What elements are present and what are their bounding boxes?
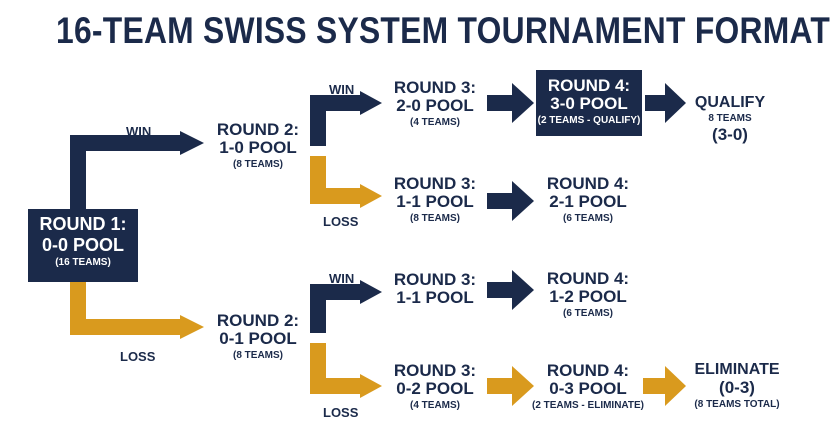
round-1-line2: 0-0 POOL [41, 234, 125, 255]
round-4-1-2-node: ROUND 4: 1-2 POOL (6 TEAMS) [538, 270, 638, 319]
round-3-1-1-lower-node: ROUND 3: 1-1 POOL [385, 271, 485, 307]
round-1-box: ROUND 1: 0-0 POOL (16 TEAMS) [28, 209, 138, 282]
round-3-2-0-node: ROUND 3: 2-0 POOL (4 TEAMS) [385, 79, 485, 128]
win-arrow-r1-r2-head [180, 131, 204, 155]
win-arrow-r2w-r3 [310, 95, 360, 146]
round-3-1-1-lower-line2: 1-1 POOL [396, 287, 474, 307]
round-4-2-1-line2: 2-1 POOL [549, 191, 627, 211]
round-2-loss-line2: 0-1 POOL [219, 328, 297, 348]
loss-arrow-r2l-r3 [310, 343, 360, 394]
round-4-3-0-box: ROUND 4: 3-0 POOL (2 TEAMS - QUALIFY) [536, 70, 642, 136]
round-3-0-2-line1: ROUND 3: [393, 361, 477, 380]
round-3-1-1-lower-line1: ROUND 3: [393, 270, 477, 289]
round-4-1-2-teams: (6 TEAMS) [563, 307, 613, 319]
round-3-0-2-teams: (4 TEAMS) [410, 399, 460, 411]
round-4-0-3-node: ROUND 4: 0-3 POOL (2 TEAMS - ELIMINATE) [530, 362, 646, 411]
eliminate-node: ELIMINATE (0-3) (8 TEAMS TOTAL) [684, 361, 790, 410]
arrow-r4-qualify-head [665, 83, 686, 123]
arrow-r4-qualify [645, 95, 665, 111]
eliminate-record: (0-3) [719, 377, 755, 397]
qualify-node: QUALIFY 8 TEAMS (3-0) [688, 94, 772, 145]
round-3-0-2-line2: 0-2 POOL [396, 378, 474, 398]
round-2-win-line1: ROUND 2: [216, 120, 300, 139]
round-3-0-2-node: ROUND 3: 0-2 POOL (4 TEAMS) [385, 362, 485, 411]
arrow-r3-20-r4 [487, 95, 512, 111]
round-2-loss-node: ROUND 2: 0-1 POOL (8 TEAMS) [208, 312, 308, 361]
loss-label: LOSS [120, 349, 156, 364]
loss-arrow-r2l-r3-head [360, 374, 382, 398]
loss-label: LOSS [323, 405, 359, 420]
round-2-win-line2: 1-0 POOL [219, 137, 297, 157]
round-4-2-1-teams: (6 TEAMS) [563, 212, 613, 224]
round-4-3-0-line2: 3-0 POOL [550, 93, 628, 113]
win-label: WIN [329, 271, 355, 286]
win-arrow-r1-r2 [70, 135, 180, 209]
round-2-win-teams: (8 TEAMS) [233, 158, 283, 170]
round-2-loss-line1: ROUND 2: [216, 311, 300, 330]
arrow-r4-eliminate [643, 378, 665, 394]
round-3-2-0-line1: ROUND 3: [393, 78, 477, 97]
qualify-label: QUALIFY [694, 94, 766, 111]
round-4-3-0-teams: (2 TEAMS - QUALIFY) [537, 114, 641, 126]
round-4-0-3-line2: 0-3 POOL [549, 378, 627, 398]
round-3-2-0-teams: (4 TEAMS) [410, 116, 460, 128]
arrow-r3-11b-r4 [487, 282, 512, 298]
round-4-1-2-line1: ROUND 4: [546, 269, 630, 288]
round-1-line1: ROUND 1: [39, 214, 127, 234]
round-3-1-1-upper-line2: 1-1 POOL [396, 191, 474, 211]
arrow-r3-20-r4-head [512, 83, 534, 123]
eliminate-teams: (8 TEAMS TOTAL) [694, 398, 780, 410]
win-arrow-r2l-r3-head [360, 280, 382, 304]
round-3-1-1-upper-teams: (8 TEAMS) [410, 212, 460, 224]
eliminate-label: ELIMINATE [694, 361, 780, 378]
round-4-0-3-teams: (2 TEAMS - ELIMINATE) [531, 399, 645, 411]
arrow-r3-02-r4-head [512, 366, 534, 406]
arrow-r3-11a-r4 [487, 193, 512, 209]
arrow-r3-11a-r4-head [512, 181, 534, 221]
loss-arrow-r2w-r3 [310, 156, 360, 204]
win-label: WIN [126, 124, 152, 139]
round-4-2-1-line1: ROUND 4: [546, 174, 630, 193]
round-1-teams: (16 TEAMS) [55, 256, 111, 268]
qualify-teams: 8 TEAMS [708, 112, 752, 124]
loss-arrow-r1-r2 [70, 282, 180, 335]
win-label: WIN [329, 82, 355, 97]
qualify-record: (3-0) [712, 125, 748, 145]
loss-label: LOSS [323, 214, 359, 229]
win-arrow-r2w-r3-head [360, 91, 382, 115]
round-4-3-0-line1: ROUND 4: [547, 76, 631, 95]
round-2-loss-teams: (8 TEAMS) [233, 349, 283, 361]
arrow-r3-11b-r4-head [512, 270, 534, 310]
round-2-win-node: ROUND 2: 1-0 POOL (8 TEAMS) [208, 121, 308, 170]
round-3-1-1-upper-line1: ROUND 3: [393, 174, 477, 193]
round-4-2-1-node: ROUND 4: 2-1 POOL (6 TEAMS) [538, 175, 638, 224]
round-3-1-1-upper-node: ROUND 3: 1-1 POOL (8 TEAMS) [385, 175, 485, 224]
flow-arrows [70, 83, 686, 406]
round-4-0-3-line1: ROUND 4: [546, 361, 630, 380]
arrow-r4-eliminate-head [665, 366, 686, 406]
page-title: 16-TEAM SWISS SYSTEM TOURNAMENT FORMAT [56, 10, 830, 51]
arrow-r3-02-r4 [487, 378, 512, 394]
loss-arrow-r1-r2-head [180, 315, 204, 339]
round-4-1-2-line2: 1-2 POOL [549, 286, 627, 306]
win-arrow-r2l-r3 [310, 284, 360, 333]
round-3-2-0-line2: 2-0 POOL [396, 95, 474, 115]
loss-arrow-r2w-r3-head [360, 184, 382, 208]
